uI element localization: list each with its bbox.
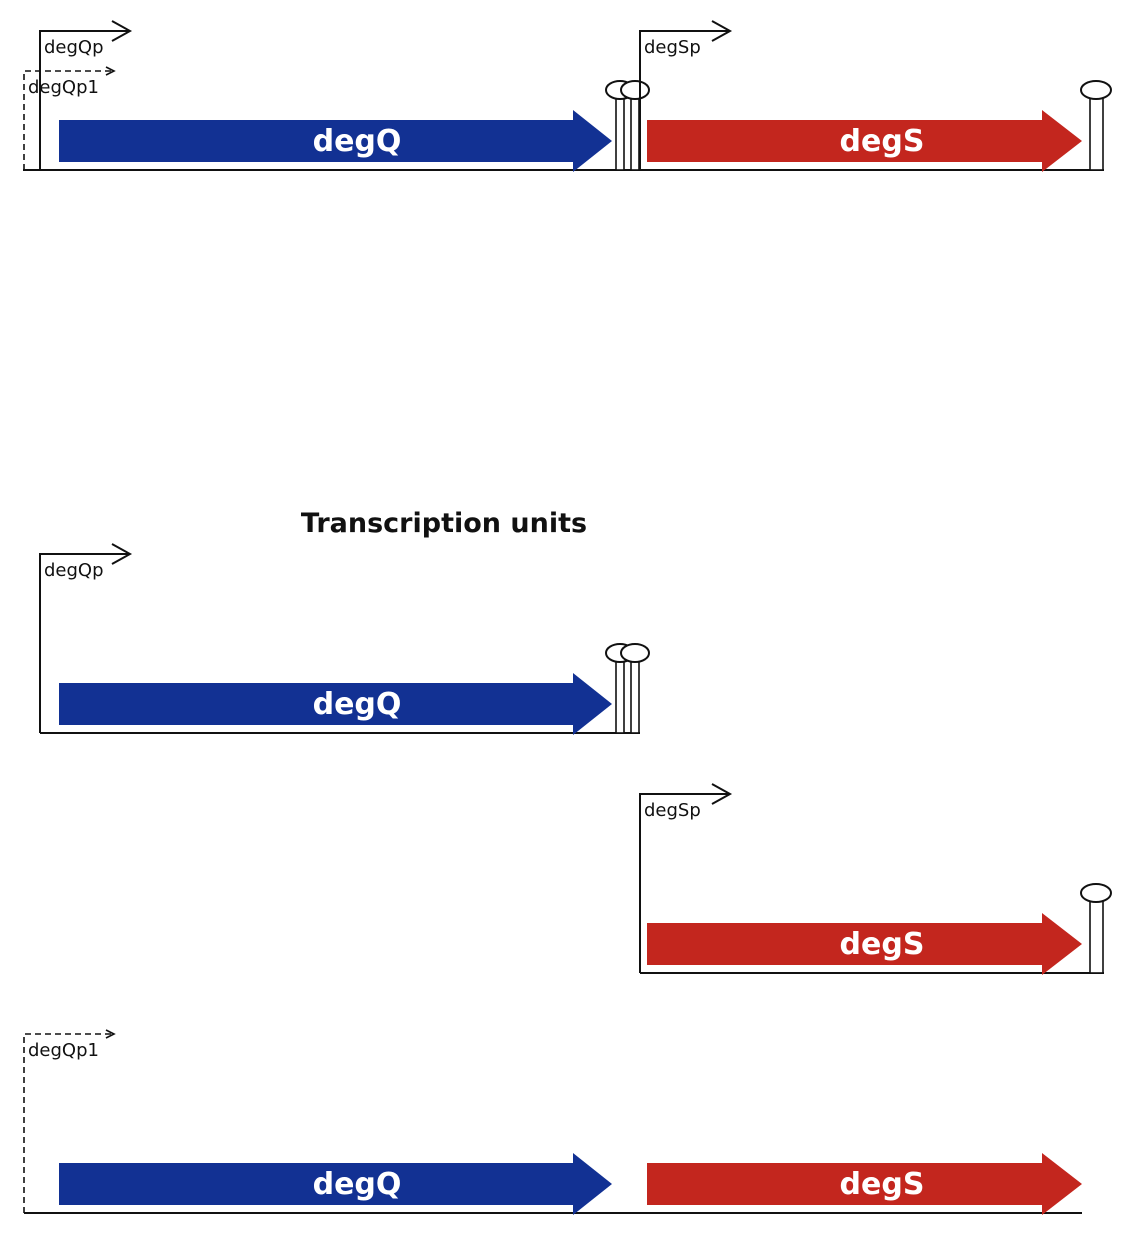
promoter-label: degQp bbox=[44, 560, 104, 581]
gene-label: degS bbox=[840, 927, 925, 962]
promoter-arrowhead-icon bbox=[711, 783, 733, 805]
promoter-label: degSp bbox=[644, 37, 701, 58]
promoter-arrow-icon bbox=[639, 793, 728, 973]
terminator-head-icon bbox=[1080, 883, 1112, 903]
terminator-stem-icon bbox=[615, 658, 625, 734]
terminator-head-icon bbox=[1080, 80, 1112, 100]
gene-label: degQ bbox=[313, 687, 402, 722]
terminator-stem-icon bbox=[615, 95, 625, 171]
promoter-degQp: degQp bbox=[39, 20, 133, 170]
gene-arrow-degS bbox=[647, 913, 1082, 975]
transcription-unit-degQp1: degQp1 degQ degS bbox=[23, 1029, 1082, 1215]
gene-label: degQ bbox=[313, 1167, 402, 1202]
promoter-degQp1: degQp1 bbox=[23, 66, 116, 170]
gene-arrow-degQ bbox=[59, 110, 612, 172]
section-title: Transcription units bbox=[301, 508, 587, 539]
terminator-stem-icon bbox=[1089, 898, 1104, 974]
gene-arrow-degQ bbox=[59, 673, 612, 735]
promoter-arrow-icon bbox=[639, 30, 728, 170]
promoter-arrowhead-icon bbox=[711, 20, 733, 42]
gene-degQ: degQ bbox=[59, 110, 612, 172]
terminator-stem-icon bbox=[630, 95, 640, 171]
gene-arrow-degS bbox=[647, 1153, 1082, 1215]
promoter-arrow-icon bbox=[39, 553, 128, 733]
gene-label: degS bbox=[840, 124, 925, 159]
terminator-stem-icon bbox=[630, 658, 640, 734]
promoter-degSp: degSp bbox=[639, 20, 733, 170]
promoter-arrowhead-icon bbox=[111, 20, 133, 42]
gene-degS: degS bbox=[647, 110, 1082, 172]
promoter-dashed-arrow-icon bbox=[23, 70, 112, 170]
promoter-arrowhead-icon bbox=[105, 66, 116, 76]
operon-map: degQp degQp1 degQ degSp de bbox=[23, 20, 1112, 172]
transcription-unit-degSp: degSp degS bbox=[639, 783, 1112, 975]
promoter-arrowhead-icon bbox=[111, 543, 133, 565]
terminator-head-icon bbox=[620, 643, 650, 663]
gene-arrow-degQ bbox=[59, 1153, 612, 1215]
promoter-label: degQp1 bbox=[28, 1040, 99, 1061]
gene-label: degS bbox=[840, 1167, 925, 1202]
terminator-degS bbox=[1080, 80, 1112, 171]
terminator-head-icon bbox=[620, 80, 650, 100]
promoter-label: degQp bbox=[44, 37, 104, 58]
promoter-label: degSp bbox=[644, 800, 701, 821]
promoter-arrow-icon bbox=[39, 30, 128, 170]
gene-arrow-degS bbox=[647, 110, 1082, 172]
promoter-label: degQp1 bbox=[28, 77, 99, 98]
terminator-stem-icon bbox=[1089, 95, 1104, 171]
transcription-unit-degQp: degQp degQ bbox=[39, 543, 650, 735]
promoter-arrowhead-icon bbox=[105, 1029, 116, 1039]
gene-label: degQ bbox=[313, 124, 402, 159]
terminator-degQ bbox=[605, 80, 650, 171]
